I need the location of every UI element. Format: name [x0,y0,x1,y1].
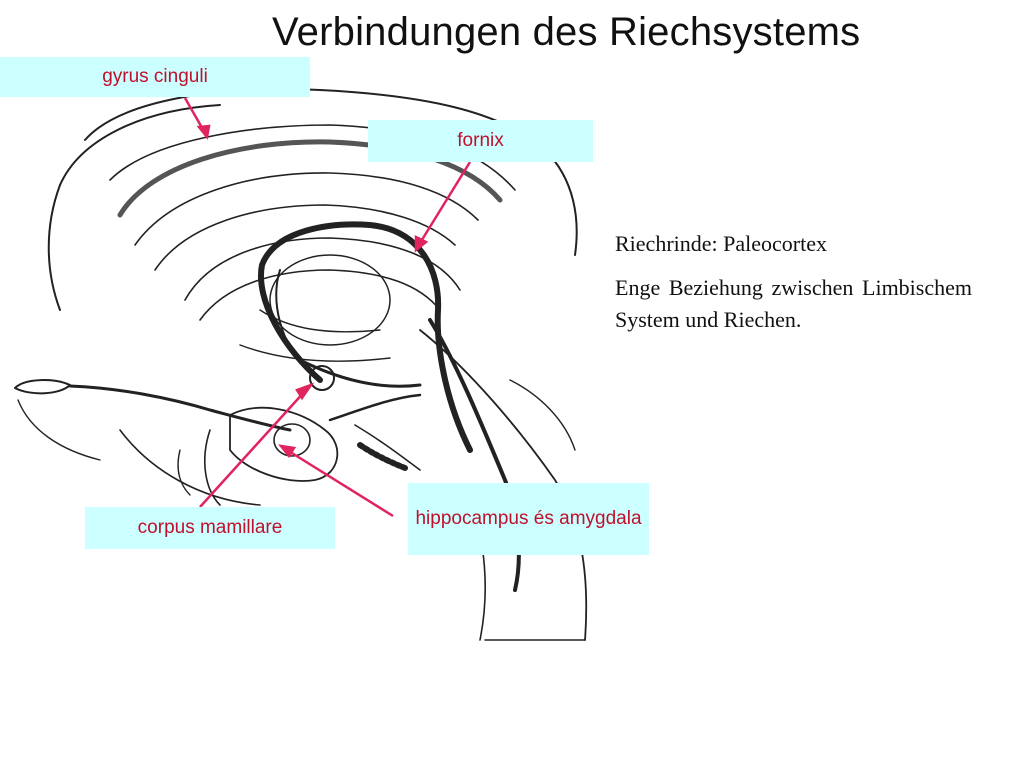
fornix-pathway [258,221,473,453]
olfactory-tract [68,384,292,432]
brainstem [419,329,588,641]
arrow-corpus-mamillare [199,389,307,508]
thalamus [269,254,391,346]
label-hippocampus-amygdala: hippocampus és amygdala [408,483,649,555]
arrow-hippocampus [286,448,394,518]
mammillary-body [309,365,335,391]
label-corpus-mamillare: corpus mamillare [85,507,335,549]
arrow-fornix [418,161,472,244]
cingulate-gyrus [117,139,503,218]
description-text: Riechrinde: Paleocortex Enge Beziehung z… [615,228,972,348]
cortex-outline [84,88,578,256]
paleocortex-line: Riechrinde: Paleocortex [615,231,827,256]
olfactory-bulb [14,379,71,395]
label-gyrus-cinguli: gyrus cinguli [0,57,310,97]
relationship-line: Enge Beziehung zwischen Limbischem Syste… [615,274,972,332]
corpus-callosum [184,237,461,301]
amygdala [273,423,311,457]
label-fornix: fornix [368,120,593,162]
slide-title: Verbindungen des Riechsystems [272,10,861,54]
